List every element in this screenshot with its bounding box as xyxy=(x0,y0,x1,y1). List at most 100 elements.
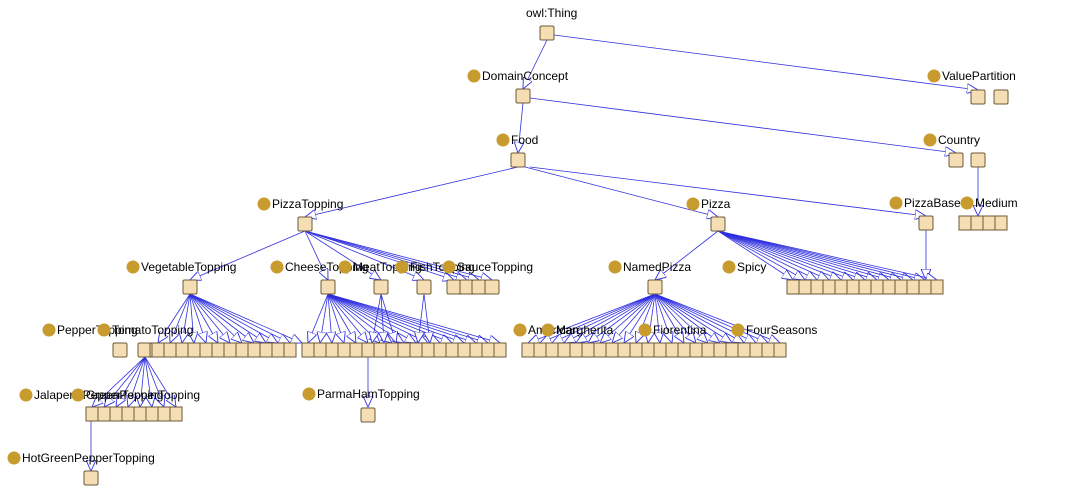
topping-leaf-node-box[interactable] xyxy=(373,342,387,358)
hot-green-pepper-node-box[interactable] xyxy=(83,470,99,486)
pizza-subclass-node-box[interactable] xyxy=(858,279,872,295)
cheese-topping-node-box[interactable] xyxy=(320,279,336,295)
pizza-subclass-node-box[interactable] xyxy=(870,279,884,295)
subclass-edge xyxy=(612,293,656,343)
topping-leaf-node-box[interactable] xyxy=(445,342,459,358)
vegetable-leaf-node-box[interactable] xyxy=(247,342,261,358)
vegetable-leaf-node-box[interactable] xyxy=(175,342,189,358)
pepper-leaf-node-box[interactable] xyxy=(121,406,135,422)
named-pizza-leaf-node-box[interactable] xyxy=(545,342,559,358)
vegetable-leaf-node-box[interactable] xyxy=(211,342,225,358)
named-pizza-leaf-node-box[interactable] xyxy=(569,342,583,358)
pizza-subclass-node-box[interactable] xyxy=(798,279,812,295)
named-pizza-leaf-node-box[interactable] xyxy=(629,342,643,358)
topping-leaf-node-box[interactable] xyxy=(313,342,327,358)
nut-topping-node-box[interactable] xyxy=(446,279,462,295)
spiciness-node-box[interactable] xyxy=(970,152,986,168)
named-pizza-leaf-node-box[interactable] xyxy=(677,342,691,358)
spiciness-value-node-box[interactable] xyxy=(958,215,972,231)
vegetable-leaf-node-box[interactable] xyxy=(235,342,249,358)
vegetable-leaf-node-box[interactable] xyxy=(283,342,297,358)
subclass-edge xyxy=(189,293,230,343)
pepper-leaf-node-box[interactable] xyxy=(133,406,147,422)
topping-leaf-node-box[interactable] xyxy=(349,342,363,358)
value-partition-node-box[interactable] xyxy=(970,89,986,105)
named-pizza-leaf-node-box[interactable] xyxy=(521,342,535,358)
topping-leaf-node-box[interactable] xyxy=(337,342,351,358)
pepper-leaf-node-box[interactable] xyxy=(109,406,123,422)
meat-topping-node-box[interactable] xyxy=(373,279,389,295)
pizza-subclass-node-box[interactable] xyxy=(906,279,920,295)
vegetable-leaf-node-box[interactable] xyxy=(271,342,285,358)
pepper-leaf-node-box[interactable] xyxy=(97,406,111,422)
pepper-topping-node-box[interactable] xyxy=(112,342,128,358)
pizza-subclass-node-box[interactable] xyxy=(930,279,944,295)
topping-leaf-node-box[interactable] xyxy=(325,342,339,358)
vegetable-topping-node-box[interactable] xyxy=(182,279,198,295)
pepper-leaf-node-box[interactable] xyxy=(169,406,183,422)
named-pizza-leaf-node-box[interactable] xyxy=(557,342,571,358)
food-node-box[interactable] xyxy=(510,152,526,168)
topping-leaf-node-box[interactable] xyxy=(421,342,435,358)
owl-thing-node-box[interactable] xyxy=(539,25,555,41)
named-pizza-leaf-node-box[interactable] xyxy=(689,342,703,358)
named-pizza-leaf-node-box[interactable] xyxy=(761,342,775,358)
parma-ham-node-box[interactable] xyxy=(360,407,376,423)
pizza-subclass-node-box[interactable] xyxy=(822,279,836,295)
named-pizza-node-box[interactable] xyxy=(647,279,663,295)
named-pizza-leaf-node-box[interactable] xyxy=(749,342,763,358)
named-pizza-leaf-node-box[interactable] xyxy=(701,342,715,358)
pizza-topping-node-box[interactable] xyxy=(297,216,313,232)
named-pizza-leaf-node-box[interactable] xyxy=(641,342,655,358)
named-pizza-leaf-node-box[interactable] xyxy=(713,342,727,358)
named-pizza-leaf-node-box[interactable] xyxy=(653,342,667,358)
topping-leaf-node-box[interactable] xyxy=(457,342,471,358)
herb-spice-topping-node-box[interactable] xyxy=(471,279,487,295)
pizza-subclass-node-box[interactable] xyxy=(894,279,908,295)
topping-leaf-node-box[interactable] xyxy=(361,342,375,358)
vegetable-leaf-node-box[interactable] xyxy=(199,342,213,358)
named-pizza-leaf-node-box[interactable] xyxy=(773,342,787,358)
vegetable-leaf-node-box[interactable] xyxy=(223,342,237,358)
topping-leaf-node-box[interactable] xyxy=(469,342,483,358)
named-pizza-leaf-node-box[interactable] xyxy=(605,342,619,358)
pizza-subclass-node-box[interactable] xyxy=(834,279,848,295)
topping-leaf-node-box[interactable] xyxy=(409,342,423,358)
fruit-topping-node-box[interactable] xyxy=(484,279,500,295)
pepper-leaf-node-box[interactable] xyxy=(157,406,171,422)
topping-leaf-node-box[interactable] xyxy=(301,342,315,358)
topping-leaf-node-box[interactable] xyxy=(433,342,447,358)
subclass-edge xyxy=(529,166,926,216)
topping-leaf-node-box[interactable] xyxy=(481,342,495,358)
tobasco-sauce-node-box[interactable] xyxy=(993,89,1009,105)
named-pizza-leaf-node-box[interactable] xyxy=(593,342,607,358)
domain-concept-node-box[interactable] xyxy=(515,88,531,104)
named-pizza-leaf-node-box[interactable] xyxy=(665,342,679,358)
named-pizza-leaf-node-box[interactable] xyxy=(737,342,751,358)
pizza-subclass-node-box[interactable] xyxy=(810,279,824,295)
vegetable-leaf-node-box[interactable] xyxy=(187,342,201,358)
pizza-node-box[interactable] xyxy=(710,216,726,232)
named-pizza-leaf-node-box[interactable] xyxy=(581,342,595,358)
country-node-box[interactable] xyxy=(948,152,964,168)
vegetable-leaf-node-box[interactable] xyxy=(163,342,177,358)
spiciness-value-node-box[interactable] xyxy=(982,215,996,231)
pepper-leaf-node-box[interactable] xyxy=(145,406,159,422)
pepper-leaf-node-box[interactable] xyxy=(85,406,99,422)
pizza-base-node-box[interactable] xyxy=(918,215,934,231)
named-pizza-leaf-node-box[interactable] xyxy=(725,342,739,358)
topping-leaf-node-box[interactable] xyxy=(493,342,507,358)
pizza-subclass-node-box[interactable] xyxy=(918,279,932,295)
pizza-subclass-node-box[interactable] xyxy=(846,279,860,295)
fish-topping-node-box[interactable] xyxy=(416,279,432,295)
named-pizza-leaf-node-box[interactable] xyxy=(533,342,547,358)
named-pizza-leaf-node-box[interactable] xyxy=(617,342,631,358)
spiciness-value-node-box[interactable] xyxy=(994,215,1008,231)
topping-leaf-node-box[interactable] xyxy=(397,342,411,358)
pizza-subclass-node-box[interactable] xyxy=(786,279,800,295)
spiciness-value-node-box[interactable] xyxy=(970,215,984,231)
vegetable-leaf-node-box[interactable] xyxy=(259,342,273,358)
topping-leaf-node-box[interactable] xyxy=(385,342,399,358)
vegetable-leaf-node-box[interactable] xyxy=(151,342,165,358)
pizza-subclass-node-box[interactable] xyxy=(882,279,896,295)
